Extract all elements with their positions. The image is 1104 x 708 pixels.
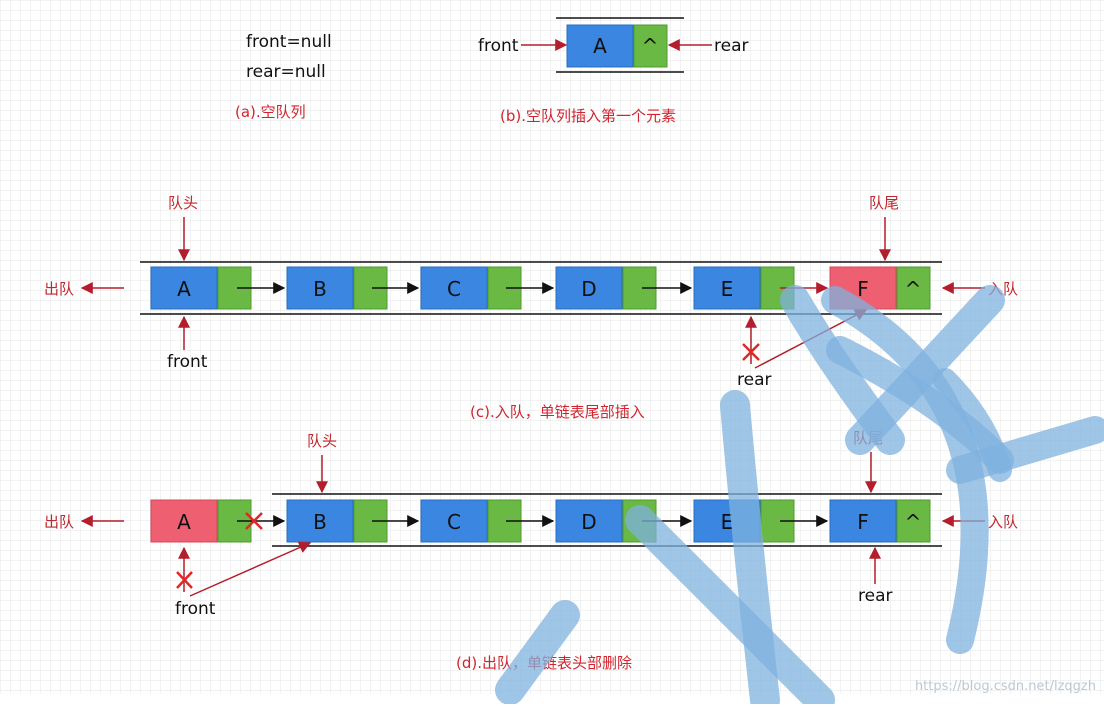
null-pointer-symbol: ^	[642, 34, 659, 58]
rear-null-text: rear=null	[246, 62, 326, 82]
dequeue-label: 出队	[44, 513, 74, 531]
node-d: D	[555, 266, 657, 310]
node-a-removed: A	[150, 499, 252, 543]
svg-text:C: C	[447, 277, 461, 301]
svg-text:B: B	[313, 510, 327, 534]
svg-text:E: E	[721, 277, 734, 301]
caption-a: (a).空队列	[235, 103, 306, 121]
svg-text:B: B	[313, 277, 327, 301]
node-c: C	[420, 266, 522, 310]
svg-text:F: F	[857, 510, 869, 534]
node-b: B	[286, 499, 388, 543]
watermark-url: https://blog.csdn.net/lzqgzh	[915, 679, 1096, 694]
cross-icon	[176, 571, 193, 589]
svg-text:A: A	[177, 510, 191, 534]
front-null-text: front=null	[246, 32, 332, 52]
node-b: B	[286, 266, 388, 310]
svg-text:D: D	[581, 277, 596, 301]
watermark-graphic	[495, 285, 1104, 708]
new-front-arrow	[189, 541, 312, 597]
svg-text:F: F	[857, 277, 869, 301]
head-label: 队头	[307, 432, 337, 450]
node-a-value: A	[593, 34, 607, 58]
panel-d: A B C D E F ^	[44, 429, 1018, 672]
front-label: front	[478, 36, 519, 56]
panel-a: front=null rear=null (a).空队列	[235, 32, 332, 121]
node-f: F ^	[829, 499, 931, 543]
panel-b: A ^ front rear (b).空队列插入第一个元素	[478, 17, 748, 125]
tail-label: 队尾	[869, 194, 899, 212]
svg-text:A: A	[177, 277, 191, 301]
svg-text:D: D	[581, 510, 596, 534]
node-a-data	[566, 24, 634, 68]
caption-c: (c).入队，单链表尾部插入	[470, 403, 645, 421]
svg-text:E: E	[721, 510, 734, 534]
node-e: E	[693, 266, 795, 310]
rear-label: rear	[858, 586, 892, 606]
rear-label: rear	[714, 36, 748, 56]
cross-icon	[245, 512, 263, 530]
front-label: front	[167, 352, 208, 372]
front-label: front	[175, 599, 216, 619]
null-pointer-symbol: ^	[905, 277, 922, 301]
dequeue-label: 出队	[44, 280, 74, 298]
svg-text:C: C	[447, 510, 461, 534]
node-a: A	[150, 266, 252, 310]
head-label: 队头	[168, 194, 198, 212]
null-pointer-symbol: ^	[905, 510, 922, 534]
node-a-next	[633, 24, 668, 68]
rear-label: rear	[737, 370, 771, 390]
enqueue-label: 入队	[988, 513, 1018, 531]
cross-icon	[742, 343, 760, 361]
caption-b: (b).空队列插入第一个元素	[500, 107, 676, 125]
